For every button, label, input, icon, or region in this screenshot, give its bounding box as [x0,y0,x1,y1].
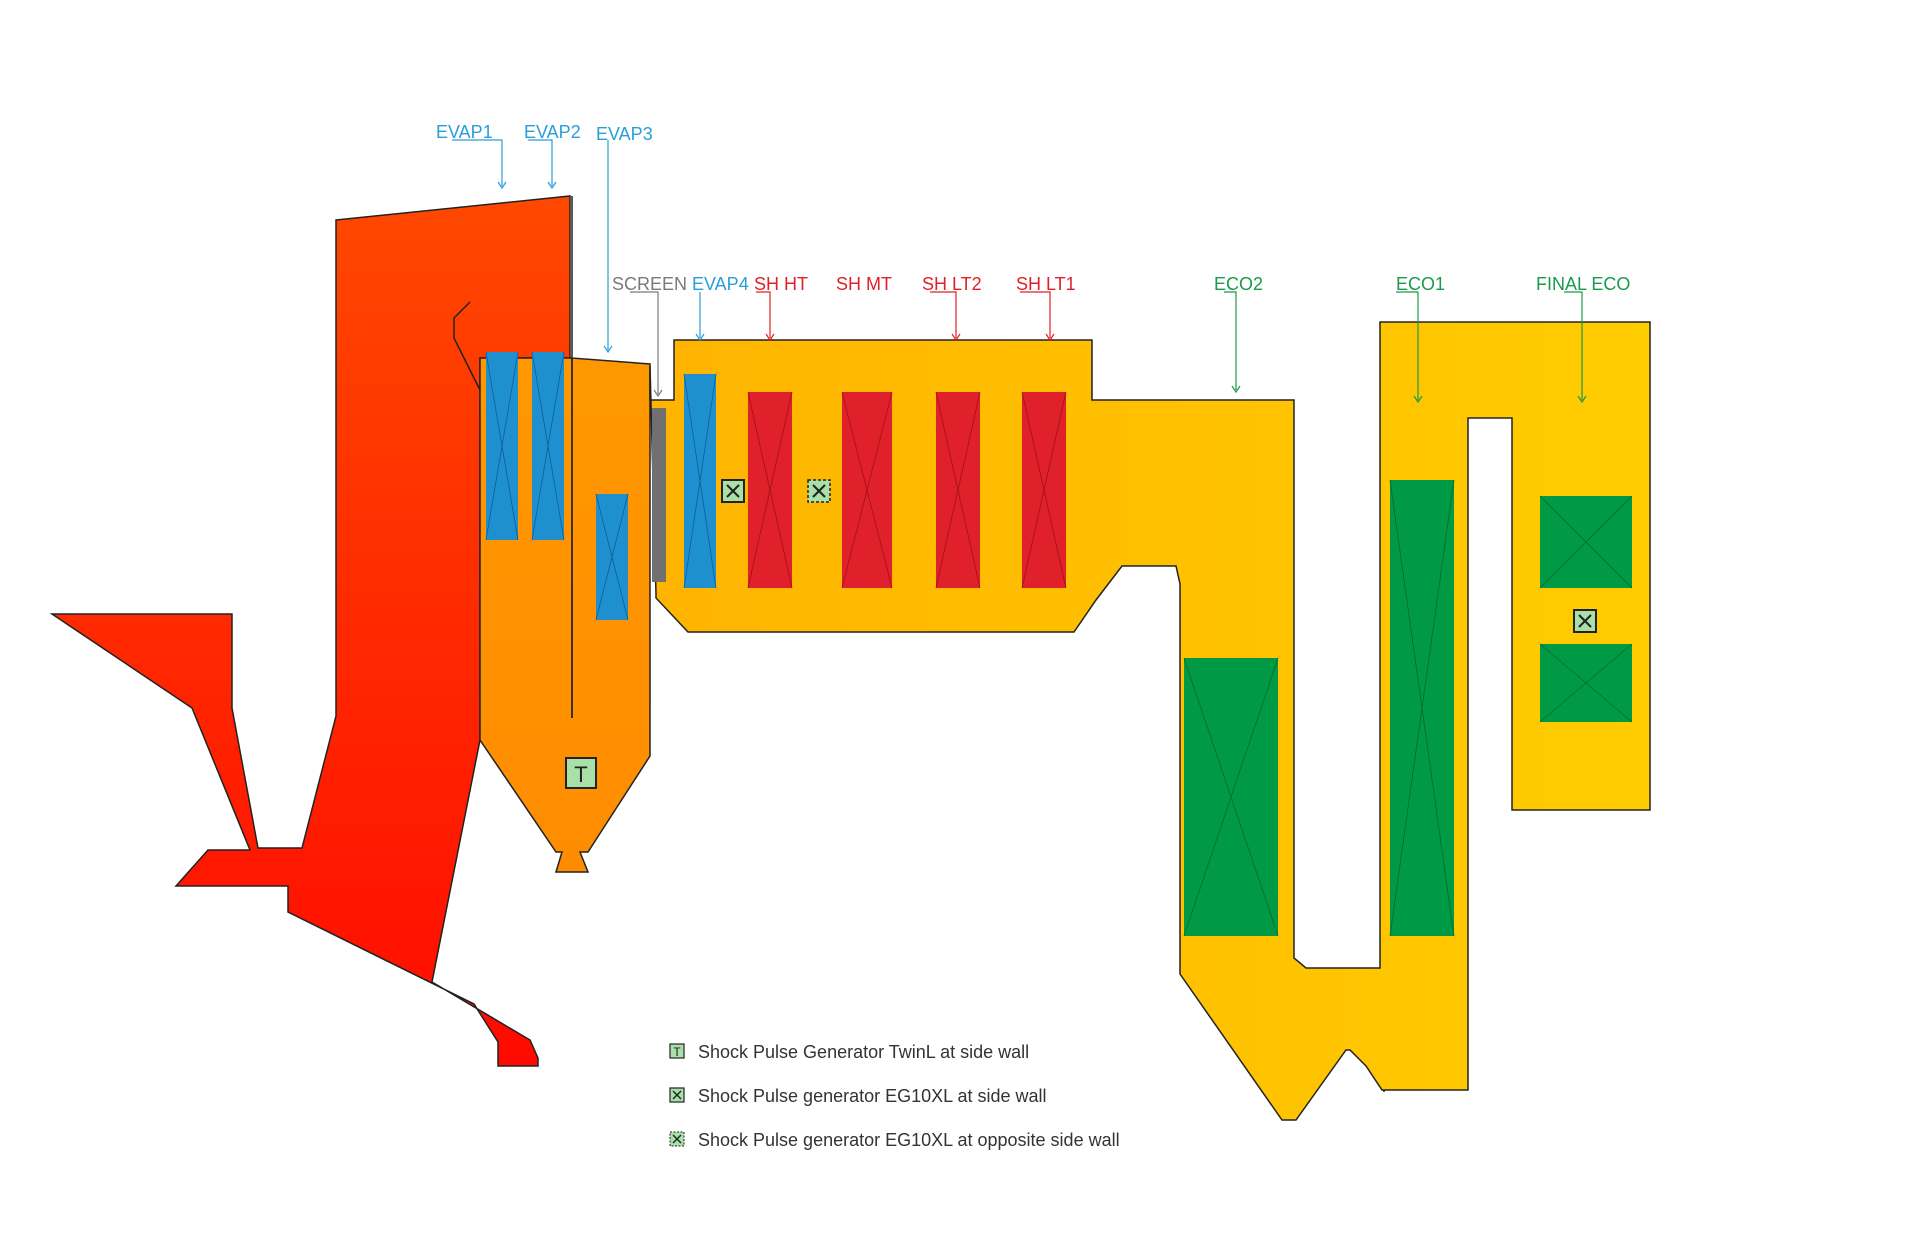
evap2-bundle [531,351,565,541]
label-evap1: EVAP1 [436,122,493,142]
sh-lt1-bundle [1021,391,1067,589]
label-final-eco: FINAL ECO [1536,274,1630,294]
sh-lt2-bundle [935,391,981,589]
legend-twinl-icon: T [669,1043,685,1059]
label-sh-lt1: SH LT1 [1016,274,1076,294]
final-eco-upper-bundle [1539,495,1633,589]
final-eco-leader [1564,291,1583,400]
eg10xl-side-wall-icon-final-eco [1573,609,1597,633]
label-evap3: EVAP3 [596,124,653,144]
eg10xl-side-wall-icon [721,479,745,503]
eg10xl-opposite-wall-icon [807,479,831,503]
label-sh-ht: SH HT [754,274,808,294]
furnace-nose [453,301,481,391]
sh-mt-bundle [841,391,893,589]
sh-lt2-leader [930,291,957,338]
sh-lt1-leader [1020,291,1051,338]
legend-eg-opposite-icon [669,1131,685,1147]
sh-ht-leader [756,291,771,338]
sh-ht-bundle [747,391,793,589]
label-sh-lt2: SH LT2 [922,274,982,294]
evap1-bundle [485,351,519,541]
duct-fill [649,321,1651,1121]
legend-eg-side-icon [669,1087,685,1103]
twinl-marker-letter: T [574,762,587,787]
eco2-bundle [1183,657,1279,937]
legend-eg-side-text: Shock Pulse generator EG10XL at side wal… [698,1086,1047,1106]
label-evap4: EVAP4 [692,274,749,294]
screen-leader [630,291,659,394]
label-screen: SCREEN [612,274,687,294]
legend: T Shock Pulse Generator TwinL at side wa… [669,1042,1120,1150]
eco1-leader [1396,291,1419,400]
evap4-bundle [683,373,717,589]
evap1-leader [452,139,503,186]
legend-twinl-letter: T [673,1045,681,1059]
evap2-leader [528,139,553,186]
screen-bundle [652,408,666,582]
legend-eg-opposite-text: Shock Pulse generator EG10XL at opposite… [698,1130,1120,1150]
legend-twinl-text: Shock Pulse Generator TwinL at side wall [698,1042,1029,1062]
evap3-bundle [595,493,629,621]
eco2-leader [1224,291,1237,390]
final-eco-lower-bundle [1539,643,1633,723]
eco1-bundle [1389,479,1455,937]
label-eco2: ECO2 [1214,274,1263,294]
label-evap2: EVAP2 [524,122,581,142]
twinl-marker-icon: T [565,757,597,789]
label-eco1: ECO1 [1396,274,1445,294]
label-sh-mt: SH MT [836,274,892,294]
